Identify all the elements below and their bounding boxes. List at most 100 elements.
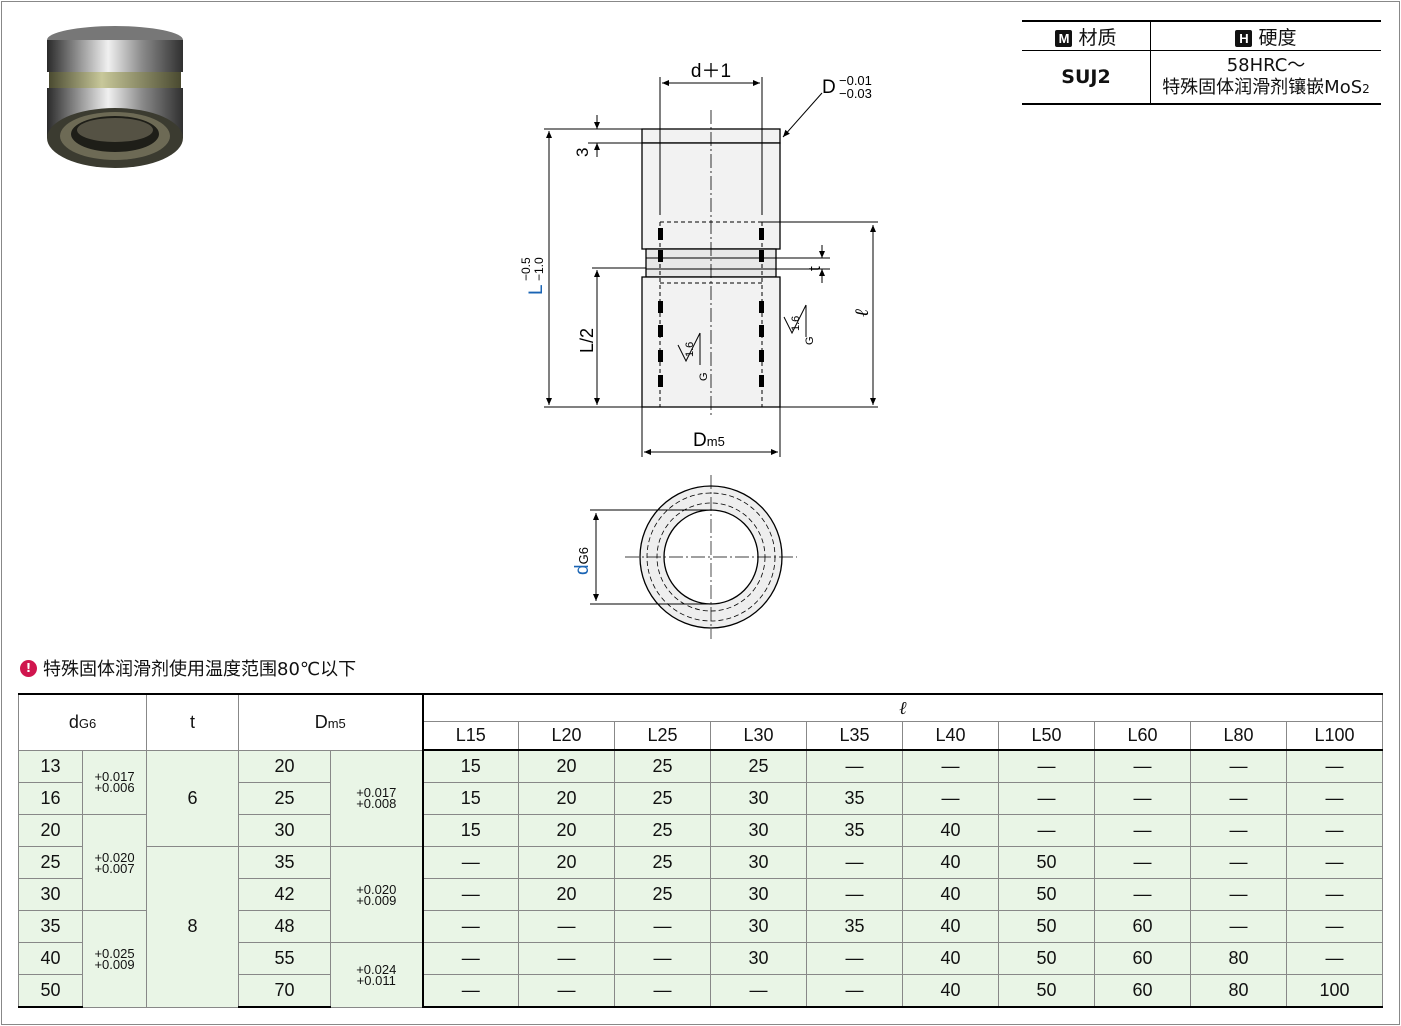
cell-ell: 80 bbox=[1190, 942, 1287, 975]
cell-d: 40 bbox=[18, 942, 83, 975]
cell-ell: 40 bbox=[902, 910, 999, 943]
cell-t: 6 bbox=[146, 749, 239, 847]
header-L60: L60 bbox=[1094, 721, 1191, 751]
cell-ell: 25 bbox=[614, 782, 711, 815]
cell-D: 55 bbox=[238, 942, 331, 975]
cell-ell: — bbox=[806, 974, 903, 1008]
rough-value-left: 1.6 bbox=[684, 342, 696, 357]
hardness-line1: 58HRC～ bbox=[1226, 54, 1306, 76]
tol-lower: +0.009 bbox=[94, 956, 135, 972]
cell-ell: 35 bbox=[806, 910, 903, 943]
cell-ell: 40 bbox=[902, 814, 999, 847]
material-value: SUJ2 bbox=[1022, 50, 1151, 105]
cell-ell: — bbox=[1286, 942, 1383, 975]
cell-D: 35 bbox=[238, 846, 331, 879]
cell-d: 20 bbox=[18, 814, 83, 847]
tol-upper: +0.020 bbox=[356, 881, 397, 897]
cell-d: 25 bbox=[18, 846, 83, 879]
cell-ell: — bbox=[710, 974, 807, 1008]
cell-D-tolerance: +0.020+0.009 bbox=[330, 846, 424, 943]
cell-ell: 15 bbox=[422, 749, 519, 783]
cell-ell: 60 bbox=[1094, 974, 1191, 1008]
cell-ell: 35 bbox=[806, 782, 903, 815]
cell-D-tolerance: +0.017+0.008 bbox=[330, 749, 424, 847]
bushing-photo bbox=[47, 26, 183, 168]
L-tol-upper: −0.5 bbox=[519, 257, 533, 281]
cell-ell: 60 bbox=[1094, 942, 1191, 975]
warning-icon: ! bbox=[20, 659, 37, 677]
cell-ell: 30 bbox=[710, 846, 807, 879]
tol-lower: +0.006 bbox=[94, 780, 135, 796]
cell-ell: — bbox=[1190, 782, 1287, 815]
tol-upper: +0.024 bbox=[356, 961, 397, 977]
cell-d-tolerance: +0.017+0.006 bbox=[82, 749, 147, 815]
tol-upper: +0.020 bbox=[94, 849, 135, 865]
tol-lower: +0.007 bbox=[94, 860, 135, 876]
cell-ell: 50 bbox=[998, 974, 1095, 1008]
tol-upper: +0.017 bbox=[94, 769, 135, 785]
header-D: Dm5 bbox=[238, 693, 424, 751]
cell-t: 8 bbox=[146, 846, 239, 1008]
tol-lower: +0.009 bbox=[356, 892, 397, 908]
cell-d: 30 bbox=[18, 878, 83, 911]
cell-ell: — bbox=[518, 942, 615, 975]
cell-ell: 25 bbox=[710, 749, 807, 783]
L-tol-lower: −1.0 bbox=[532, 257, 546, 281]
cell-ell: — bbox=[1094, 846, 1191, 879]
cell-ell: 15 bbox=[422, 814, 519, 847]
header-L80: L80 bbox=[1190, 721, 1287, 751]
cell-ell: — bbox=[998, 782, 1095, 815]
half-L-label: L/2 bbox=[577, 328, 597, 353]
cell-ell: — bbox=[902, 782, 999, 815]
header-L35: L35 bbox=[806, 721, 903, 751]
cell-ell: 60 bbox=[1094, 910, 1191, 943]
cell-ell: 35 bbox=[806, 814, 903, 847]
cell-ell: — bbox=[998, 814, 1095, 847]
material-header-label: 材质 bbox=[1078, 26, 1117, 49]
cell-ell: — bbox=[1094, 782, 1191, 815]
temperature-note-text: 特殊固体润滑剂使用温度范围80℃以下 bbox=[43, 659, 357, 680]
cell-ell: 40 bbox=[902, 878, 999, 911]
hardness-line2: 特殊固体润滑剂镶嵌MoS2 bbox=[1151, 77, 1381, 100]
cell-ell: 20 bbox=[518, 749, 615, 783]
cell-ell: 50 bbox=[998, 878, 1095, 911]
cell-D: 48 bbox=[238, 910, 331, 943]
rough-value-right: 1.6 bbox=[790, 316, 802, 331]
header-L25: L25 bbox=[614, 721, 711, 751]
cell-ell: 20 bbox=[518, 782, 615, 815]
header-d: dG6 bbox=[18, 693, 147, 751]
cell-ell: — bbox=[422, 878, 519, 911]
cell-ell: 30 bbox=[710, 878, 807, 911]
cell-d: 16 bbox=[18, 782, 83, 815]
header-L40: L40 bbox=[902, 721, 999, 751]
cell-ell: 20 bbox=[518, 846, 615, 879]
end-view bbox=[625, 475, 797, 639]
dim-3-label: 3 bbox=[573, 148, 592, 157]
cell-ell: — bbox=[1286, 910, 1383, 943]
cell-ell: — bbox=[1190, 878, 1287, 911]
cell-ell: — bbox=[1190, 814, 1287, 847]
cell-ell: 30 bbox=[710, 814, 807, 847]
cell-ell: 25 bbox=[614, 878, 711, 911]
cell-ell: — bbox=[614, 974, 711, 1008]
header-L15: L15 bbox=[422, 721, 519, 751]
cell-D: 25 bbox=[238, 782, 331, 815]
temperature-note: ! 特殊固体润滑剂使用温度范围80℃以下 bbox=[20, 655, 356, 681]
cell-D: 30 bbox=[238, 814, 331, 847]
hardness-header-label: 硬度 bbox=[1258, 26, 1297, 49]
hardness-badge-icon: H bbox=[1235, 29, 1253, 47]
header-t: t bbox=[146, 693, 239, 751]
header-ell: ℓ bbox=[422, 693, 1383, 722]
cell-ell: — bbox=[1094, 814, 1191, 847]
t-label: t bbox=[805, 266, 824, 271]
cell-ell: — bbox=[1286, 846, 1383, 879]
cell-ell: — bbox=[1286, 814, 1383, 847]
tol-lower: +0.008 bbox=[356, 796, 397, 812]
cell-ell: — bbox=[1286, 878, 1383, 911]
hardness-line2-text: 特殊固体润滑剂镶嵌MoS bbox=[1162, 76, 1363, 98]
